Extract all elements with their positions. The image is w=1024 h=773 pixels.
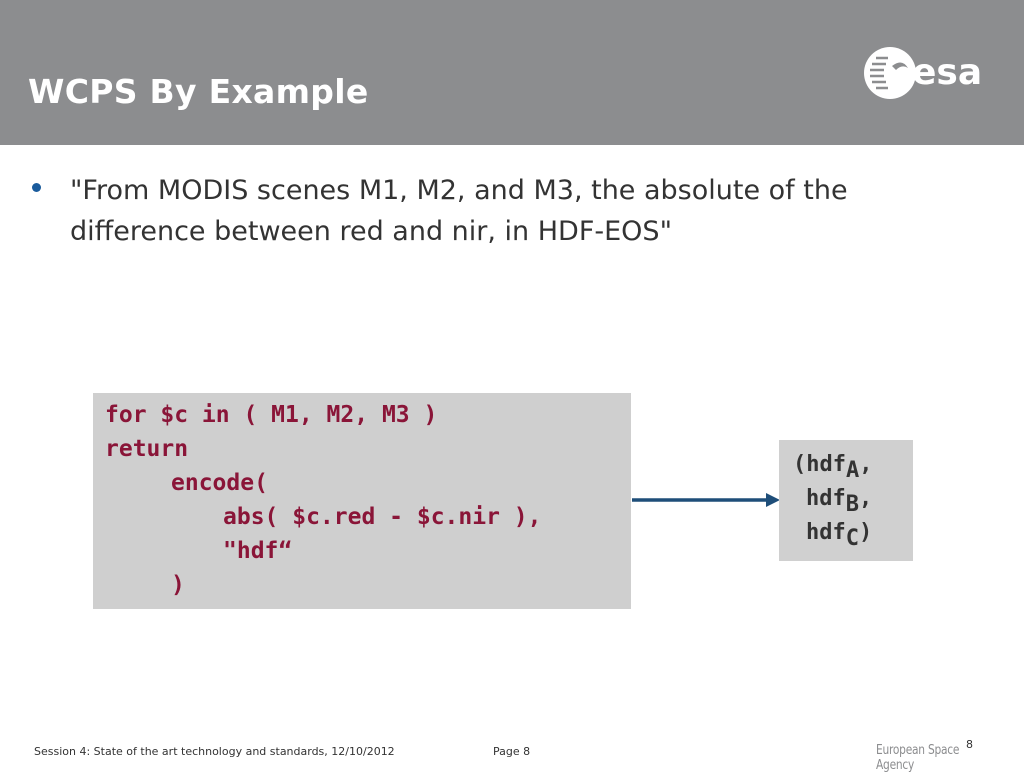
footer-session: Session 4: State of the art technology a… [34, 745, 395, 758]
code-line-2: return [105, 436, 189, 462]
esa-logo-text: esa [912, 52, 982, 93]
slide-number: 8 [966, 738, 973, 751]
code-line-6: ) [171, 572, 185, 598]
result-line-c: hdfC) [806, 520, 873, 551]
result-arrow [632, 493, 780, 507]
result-line-b: hdfB, [806, 486, 873, 517]
code-line-4: abs( $c.red - $c.nir ), [223, 504, 542, 530]
code-line-1: for $c in ( M1, M2, M3 ) [105, 402, 438, 428]
slide-header: WCPS By Example esa [0, 0, 1024, 145]
footer-page: Page 8 [493, 745, 531, 758]
code-line-5: "hdf“ [223, 538, 293, 564]
code-block: for $c in ( M1, M2, M3 ) return encode( … [93, 393, 631, 609]
result-box: (hdfA, hdfB, hdfC) [779, 440, 913, 561]
result-line-a: (hdfA, [793, 452, 873, 483]
slide-title: WCPS By Example [28, 72, 369, 111]
code-line-3: encode( [171, 470, 268, 496]
bullet-dot [32, 183, 41, 192]
esa-logo: esa [864, 47, 982, 99]
bullet-text: "From MODIS scenes M1, M2, and M3, the a… [70, 175, 848, 247]
footer-agency: European Space Agency [876, 743, 960, 773]
